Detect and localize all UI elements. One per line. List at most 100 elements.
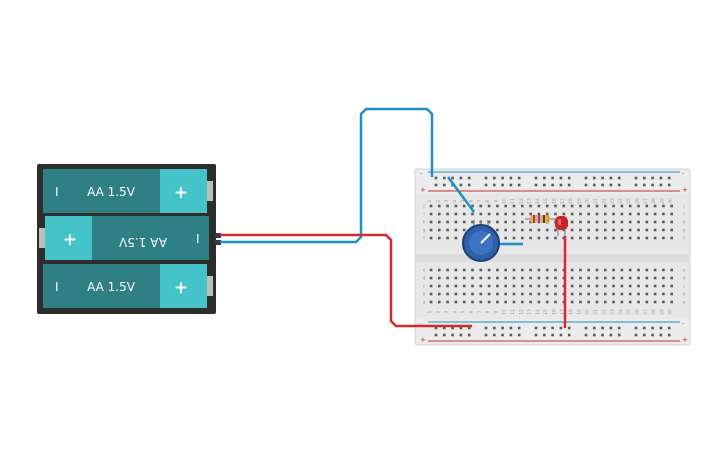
grid-hole[interactable]: [628, 292, 632, 296]
rail-hole[interactable]: [543, 183, 546, 187]
grid-hole[interactable]: [521, 292, 524, 296]
grid-hole[interactable]: [595, 268, 599, 272]
grid-hole[interactable]: [637, 300, 640, 304]
grid-hole[interactable]: [521, 204, 524, 208]
rail-hole[interactable]: [584, 326, 588, 330]
grid-hole[interactable]: [670, 292, 673, 296]
grid-hole[interactable]: [504, 228, 507, 232]
grid-hole[interactable]: [429, 228, 433, 232]
rail-hole[interactable]: [484, 183, 488, 187]
grid-hole[interactable]: [479, 284, 483, 288]
grid-hole[interactable]: [612, 236, 615, 240]
grid-hole[interactable]: [512, 220, 516, 224]
grid-hole[interactable]: [438, 284, 441, 288]
grid-hole[interactable]: [438, 276, 441, 280]
led-body[interactable]: [555, 216, 568, 230]
rail-hole[interactable]: [617, 176, 621, 180]
grid-hole[interactable]: [537, 292, 541, 296]
grid-hole[interactable]: [637, 236, 640, 240]
grid-hole[interactable]: [545, 300, 549, 304]
grid-hole[interactable]: [462, 228, 466, 232]
grid-hole[interactable]: [670, 236, 673, 240]
rail-hole[interactable]: [667, 183, 671, 187]
rail-hole[interactable]: [559, 333, 563, 337]
grid-hole[interactable]: [670, 220, 673, 224]
grid-hole[interactable]: [537, 284, 541, 288]
rail-hole[interactable]: [459, 326, 463, 330]
rail-hole[interactable]: [634, 326, 638, 330]
grid-hole[interactable]: [579, 268, 582, 272]
grid-hole[interactable]: [620, 276, 624, 280]
grid-hole[interactable]: [521, 228, 524, 232]
rail-hole[interactable]: [609, 183, 613, 187]
grid-hole[interactable]: [628, 284, 632, 288]
grid-hole[interactable]: [504, 204, 507, 208]
grid-hole[interactable]: [438, 292, 441, 296]
grid-hole[interactable]: [496, 300, 499, 304]
rail-hole[interactable]: [509, 326, 513, 330]
grid-hole[interactable]: [545, 292, 549, 296]
grid-hole[interactable]: [595, 300, 599, 304]
grid-hole[interactable]: [462, 292, 466, 296]
grid-hole[interactable]: [604, 268, 607, 272]
grid-hole[interactable]: [670, 204, 673, 208]
grid-hole[interactable]: [620, 300, 624, 304]
grid-hole[interactable]: [604, 212, 607, 216]
grid-hole[interactable]: [454, 236, 458, 240]
grid-hole[interactable]: [612, 276, 615, 280]
grid-hole[interactable]: [628, 236, 632, 240]
rail-hole[interactable]: [509, 176, 513, 180]
grid-hole[interactable]: [471, 300, 474, 304]
grid-hole[interactable]: [570, 220, 574, 224]
grid-hole[interactable]: [570, 204, 574, 208]
rail-hole[interactable]: [467, 333, 471, 337]
grid-hole[interactable]: [429, 204, 433, 208]
rail-hole[interactable]: [451, 176, 454, 180]
grid-hole[interactable]: [537, 204, 541, 208]
rail-hole[interactable]: [584, 176, 588, 180]
grid-hole[interactable]: [579, 212, 582, 216]
grid-hole[interactable]: [487, 276, 491, 280]
grid-hole[interactable]: [429, 220, 433, 224]
grid-hole[interactable]: [570, 212, 574, 216]
grid-hole[interactable]: [545, 284, 549, 288]
grid-hole[interactable]: [637, 204, 640, 208]
grid-hole[interactable]: [595, 276, 599, 280]
grid-hole[interactable]: [653, 204, 657, 208]
grid-hole[interactable]: [521, 220, 524, 224]
rail-hole[interactable]: [601, 333, 604, 337]
grid-hole[interactable]: [454, 204, 458, 208]
rail-hole[interactable]: [467, 326, 471, 330]
grid-hole[interactable]: [496, 204, 499, 208]
grid-hole[interactable]: [587, 276, 590, 280]
grid-hole[interactable]: [570, 276, 574, 280]
grid-hole[interactable]: [554, 300, 557, 304]
grid-hole[interactable]: [529, 212, 532, 216]
grid-hole[interactable]: [612, 292, 615, 296]
grid-hole[interactable]: [471, 276, 474, 280]
grid-hole[interactable]: [604, 284, 607, 288]
grid-hole[interactable]: [529, 292, 532, 296]
rail-hole[interactable]: [434, 183, 438, 187]
rail-hole[interactable]: [551, 333, 554, 337]
grid-hole[interactable]: [487, 284, 491, 288]
grid-hole[interactable]: [662, 220, 665, 224]
grid-hole[interactable]: [512, 228, 516, 232]
grid-hole[interactable]: [595, 220, 599, 224]
grid-hole[interactable]: [562, 228, 566, 232]
grid-hole[interactable]: [620, 204, 624, 208]
grid-hole[interactable]: [479, 268, 483, 272]
rail-hole[interactable]: [634, 183, 638, 187]
grid-hole[interactable]: [479, 300, 483, 304]
grid-hole[interactable]: [662, 284, 665, 288]
grid-hole[interactable]: [512, 212, 516, 216]
battery-cell-2[interactable]: + AA 1.5V I: [39, 216, 209, 260]
breadboard[interactable]: - + - + - + - + 112233445566778899101011…: [414, 168, 691, 346]
grid-hole[interactable]: [512, 236, 516, 240]
grid-hole[interactable]: [604, 228, 607, 232]
rail-hole[interactable]: [443, 326, 446, 330]
grid-hole[interactable]: [446, 204, 449, 208]
grid-hole[interactable]: [628, 204, 632, 208]
grid-hole[interactable]: [537, 228, 541, 232]
grid-hole[interactable]: [662, 292, 665, 296]
